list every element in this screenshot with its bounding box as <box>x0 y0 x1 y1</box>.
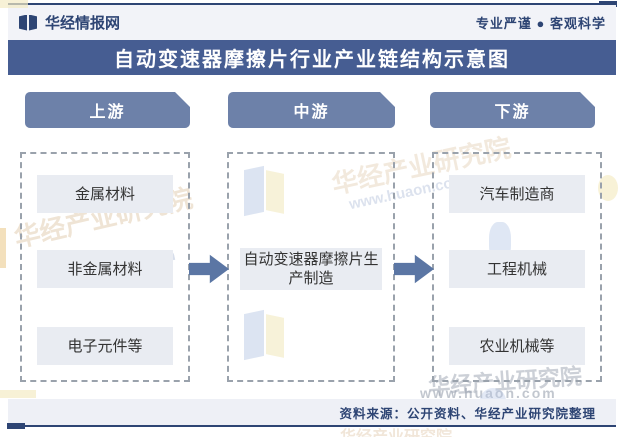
watermark-blob <box>0 390 36 398</box>
arrow-right-icon <box>189 254 229 284</box>
node-nonmetal-materials: 非金属材料 <box>37 250 173 288</box>
node-engineering-machinery: 工程机械 <box>449 250 585 288</box>
huajing-logo-icon <box>18 14 38 31</box>
midstream-panel: 自动变速器摩擦片生产制造 <box>227 152 395 382</box>
source-note: 资料来源：公开资料、华经产业研究院整理 <box>339 406 596 421</box>
brand: 华经情报网 <box>18 12 120 33</box>
top-border-cap <box>599 1 617 7</box>
upstream-panel: 金属材料 非金属材料 电子元件等 <box>20 152 190 382</box>
node-friction-plate-manufacturing: 自动变速器摩擦片生产制造 <box>240 248 382 290</box>
brand-bar: 华经情报网 专业严谨 ● 客观科学 <box>8 5 616 40</box>
column-header-upstream: 上游 <box>25 92 190 128</box>
column-header-downstream: 下游 <box>430 92 595 128</box>
top-border-line <box>8 3 616 5</box>
node-electronic-components: 电子元件等 <box>37 327 173 365</box>
page-title: 自动变速器摩擦片行业产业链结构示意图 <box>8 40 616 75</box>
watermark-blob <box>0 228 6 268</box>
arrow-right-icon <box>394 254 434 284</box>
node-auto-manufacturers: 汽车制造商 <box>449 175 585 213</box>
node-metal-materials: 金属材料 <box>37 175 173 213</box>
node-agricultural-machinery: 农业机械等 <box>449 327 585 365</box>
brand-name: 华经情报网 <box>45 15 121 32</box>
bottom-border-line <box>8 425 616 427</box>
source-note-bar: 资料来源：公开资料、华经产业研究院整理 <box>8 399 616 425</box>
column-header-midstream: 中游 <box>228 92 395 128</box>
bottom-border-cap <box>7 423 25 429</box>
downstream-panel: 汽车制造商 工程机械 农业机械等 <box>432 152 602 382</box>
brand-slogan: 专业严谨 ● 客观科学 <box>475 16 606 31</box>
